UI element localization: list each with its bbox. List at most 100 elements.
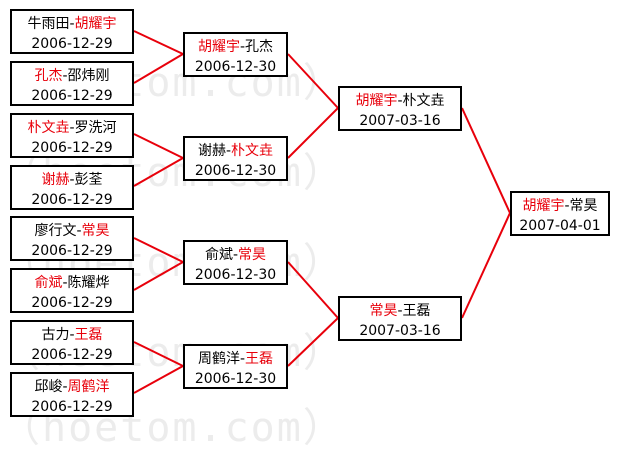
player-name: 王磊 <box>402 303 431 319</box>
match-date: 2006-12-30 <box>194 371 277 387</box>
match-box-final: 胡耀宇-常昊 2007-04-01 <box>510 191 610 236</box>
connector <box>133 365 184 394</box>
player-name: 周鹤洋 <box>197 351 240 367</box>
match-box-r2-3: 俞斌-常昊 2006-12-30 <box>183 240 288 285</box>
connector <box>133 53 184 84</box>
player-name: 常昊 <box>81 223 110 239</box>
match-box-r1-6: 俞斌-陈耀烨 2006-12-29 <box>10 268 134 313</box>
match-box-r2-4: 周鹤洋-王磊 2006-12-30 <box>183 344 288 389</box>
connector <box>287 53 339 109</box>
player-name: 罗洗河 <box>74 120 117 136</box>
player-name: 俞斌 <box>204 247 233 263</box>
connector <box>287 107 339 159</box>
player-name: 朴文垚 <box>27 120 70 136</box>
player-name: 胡耀宇 <box>74 16 117 32</box>
match-box-r1-4: 谢赫-彭荃 2006-12-29 <box>10 165 134 210</box>
match-players: 周鹤洋-王磊 <box>185 349 286 369</box>
match-players: 胡耀宇-朴文垚 <box>340 91 460 111</box>
player-name: 朴文垚 <box>402 93 445 109</box>
match-box-r1-8: 邱峻-周鹤洋 2006-12-29 <box>10 372 134 417</box>
player-name: 常昊 <box>569 198 598 214</box>
connector <box>133 261 184 291</box>
player-name: 陈耀烨 <box>67 275 110 291</box>
match-date: 2006-12-29 <box>31 399 113 415</box>
match-players: 俞斌-常昊 <box>185 245 286 265</box>
match-players: 孔杰-邵炜刚 <box>12 66 132 86</box>
player-name: 胡耀宇 <box>355 93 398 109</box>
player-name: 常昊 <box>238 247 267 263</box>
player-name: 孔杰 <box>34 68 63 84</box>
match-players: 牛雨田-胡耀宇 <box>12 14 132 34</box>
versus-dash: - <box>239 39 246 55</box>
player-name: 廖行文 <box>34 223 77 239</box>
versus-dash: - <box>62 379 68 395</box>
versus-dash: - <box>62 275 68 291</box>
versus-dash: - <box>397 93 403 109</box>
player-name: 邵炜刚 <box>67 68 110 84</box>
connector <box>461 107 511 214</box>
player-name: 王磊 <box>74 327 103 343</box>
match-players: 谢赫-彭荃 <box>12 170 132 190</box>
match-players: 胡耀宇-常昊 <box>512 196 608 216</box>
player-name: 谢赫 <box>41 172 70 188</box>
bracket-connectors <box>133 30 511 394</box>
match-box-r2-1: 胡耀宇-孔杰 2006-12-30 <box>183 32 288 77</box>
match-box-r1-7: 古力-王磊 2006-12-29 <box>10 320 134 365</box>
match-date: 2006-12-30 <box>194 59 277 75</box>
versus-dash: - <box>232 247 239 263</box>
connector <box>133 341 184 367</box>
connector <box>133 237 184 263</box>
player-name: 彭荃 <box>74 172 103 188</box>
connector <box>133 30 184 55</box>
match-players: 邱峻-周鹤洋 <box>12 377 132 397</box>
match-date: 2006-12-29 <box>31 347 113 363</box>
versus-dash: - <box>564 198 570 214</box>
versus-dash: - <box>225 143 232 159</box>
player-name: 胡耀宇 <box>197 39 240 55</box>
versus-dash: - <box>239 351 246 367</box>
player-name: 牛雨田 <box>27 16 70 32</box>
player-name: 胡耀宇 <box>522 198 565 214</box>
match-date: 2006-12-29 <box>31 88 113 104</box>
player-name: 古力 <box>41 327 70 343</box>
connector <box>133 157 184 187</box>
match-box-r1-2: 孔杰-邵炜刚 2006-12-29 <box>10 61 134 106</box>
versus-dash: - <box>76 223 82 239</box>
versus-dash: - <box>62 68 68 84</box>
match-date: 2006-12-29 <box>31 243 113 259</box>
match-players: 胡耀宇-孔杰 <box>185 37 286 57</box>
match-box-r3-1: 胡耀宇-朴文垚 2007-03-16 <box>338 86 462 131</box>
match-box-r1-3: 朴文垚-罗洗河 2006-12-29 <box>10 113 134 158</box>
match-box-r3-2: 常昊-王磊 2007-03-16 <box>338 296 462 341</box>
connector <box>133 133 184 159</box>
versus-dash: - <box>69 16 75 32</box>
match-date: 2007-03-16 <box>359 113 441 129</box>
match-date: 2007-04-01 <box>519 218 601 234</box>
match-players: 朴文垚-罗洗河 <box>12 118 132 138</box>
versus-dash: - <box>397 303 403 319</box>
match-players: 俞斌-陈耀烨 <box>12 273 132 293</box>
connector <box>287 317 339 367</box>
match-date: 2006-12-29 <box>31 140 113 156</box>
match-date: 2006-12-30 <box>194 267 277 283</box>
match-players: 古力-王磊 <box>12 325 132 345</box>
player-name: 谢赫 <box>197 143 226 159</box>
player-name: 朴文垚 <box>231 143 274 159</box>
match-box-r1-5: 廖行文-常昊 2006-12-29 <box>10 216 134 261</box>
versus-dash: - <box>69 120 75 136</box>
versus-dash: - <box>69 172 75 188</box>
match-date: 2006-12-29 <box>31 295 113 311</box>
player-name: 孔杰 <box>245 39 274 55</box>
player-name: 王磊 <box>245 351 274 367</box>
player-name: 俞斌 <box>34 275 63 291</box>
match-players: 谢赫-朴文垚 <box>185 141 286 161</box>
match-date: 2006-12-29 <box>31 192 113 208</box>
versus-dash: - <box>69 327 75 343</box>
match-date: 2007-03-16 <box>359 323 441 339</box>
connector <box>461 212 511 319</box>
match-players: 常昊-王磊 <box>340 301 460 321</box>
player-name: 常昊 <box>369 303 398 319</box>
connector <box>287 261 339 319</box>
